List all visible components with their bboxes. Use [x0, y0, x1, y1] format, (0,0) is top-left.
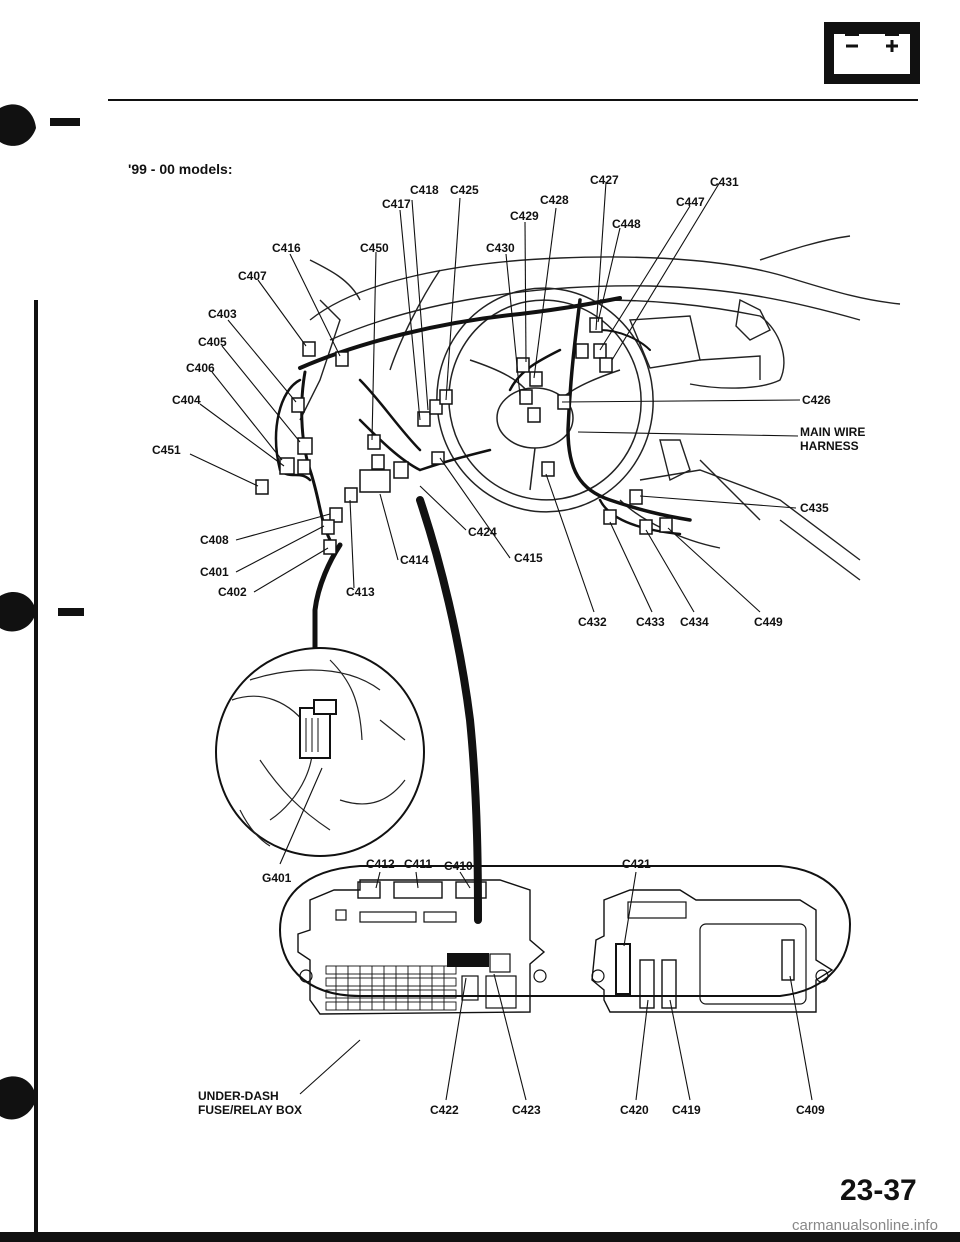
- label-c420: C420: [620, 1103, 649, 1117]
- dashboard-outline: [299, 235, 901, 581]
- fuse-box: [278, 865, 852, 1015]
- connectors: [255, 317, 673, 555]
- label-c435: C435: [800, 501, 829, 515]
- label-fuse-box-2: FUSE/RELAY BOX: [198, 1103, 302, 1117]
- label-c409: C409: [796, 1103, 825, 1117]
- label-c417: C417: [382, 197, 411, 211]
- label-fuse-box-1: UNDER-DASH: [198, 1089, 279, 1103]
- connector-labels: C418 C425 C417 C427 C428 C429 C431 C447 …: [152, 173, 865, 1117]
- steering-wheel: [436, 287, 654, 513]
- label-c429: C429: [510, 209, 539, 223]
- label-c407: C407: [238, 269, 267, 283]
- label-c418: C418: [410, 183, 439, 197]
- fuse-box-leaders: [299, 871, 813, 1101]
- label-c415: C415: [514, 551, 543, 565]
- label-c401: C401: [200, 565, 229, 579]
- label-c450: C450: [360, 241, 389, 255]
- label-c451: C451: [152, 443, 181, 457]
- label-c423: C423: [512, 1103, 541, 1117]
- label-g401: G401: [262, 871, 292, 885]
- label-c416: C416: [272, 241, 301, 255]
- ground-inset: [215, 647, 425, 865]
- label-main-wire-2: HARNESS: [800, 439, 859, 453]
- label-c434: C434: [680, 615, 709, 629]
- label-c447: C447: [676, 195, 705, 209]
- label-c419: C419: [672, 1103, 701, 1117]
- label-c424: C424: [468, 525, 497, 539]
- leader-lines: [189, 181, 801, 613]
- label-c404: C404: [172, 393, 201, 407]
- label-c408: C408: [200, 533, 229, 547]
- binding-marks: [0, 104, 960, 1242]
- label-c449: C449: [754, 615, 783, 629]
- label-c410: C410: [444, 859, 473, 873]
- label-c431: C431: [710, 175, 739, 189]
- label-c421: C421: [622, 857, 651, 871]
- label-c425: C425: [450, 183, 479, 197]
- label-main-wire-1: MAIN WIRE: [800, 425, 865, 439]
- label-c427: C427: [590, 173, 619, 187]
- label-c432: C432: [578, 615, 607, 629]
- label-c413: C413: [346, 585, 375, 599]
- battery-icon: [824, 22, 920, 84]
- label-c448: C448: [612, 217, 641, 231]
- label-c430: C430: [486, 241, 515, 255]
- label-c428: C428: [540, 193, 569, 207]
- subtitle: '99 - 00 models:: [128, 161, 232, 177]
- page-number: 23-37: [840, 1174, 917, 1207]
- label-c403: C403: [208, 307, 237, 321]
- label-c411: C411: [404, 857, 432, 871]
- label-c412: C412: [366, 857, 395, 871]
- main-wire-harness: [274, 296, 692, 542]
- label-c433: C433: [636, 615, 665, 629]
- label-c406: C406: [186, 361, 215, 375]
- label-c426: C426: [802, 393, 831, 407]
- watermark: carmanualsonline.info: [792, 1217, 938, 1234]
- label-c422: C422: [430, 1103, 459, 1117]
- label-c414: C414: [400, 553, 429, 567]
- label-c405: C405: [198, 335, 227, 349]
- label-c402: C402: [218, 585, 247, 599]
